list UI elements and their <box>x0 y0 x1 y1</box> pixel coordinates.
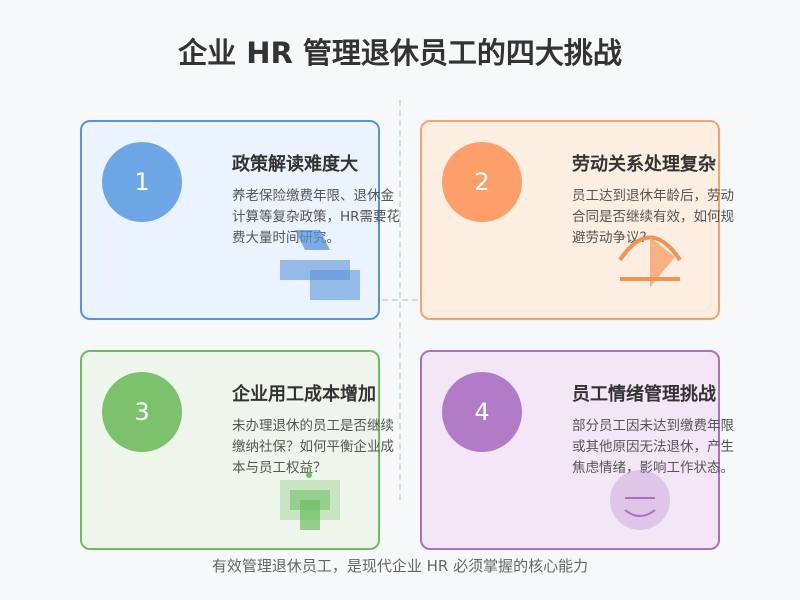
face-icon <box>610 470 670 530</box>
card-description: 员工达到退休年龄后，劳动合同是否继续有效，如何规避劳动争议？ <box>572 188 734 246</box>
challenge-card-emotion: 4 员工情绪管理挑战 部分员工因未达到缴费年限或其他原因无法退休，产生焦虑情绪，… <box>420 350 734 550</box>
horizontal-divider <box>100 299 700 301</box>
card-title: 政策解读难度大 <box>232 154 358 175</box>
card-number-badge: 2 <box>442 142 522 222</box>
card-description: 未办理退休的员工是否继续缴纳社保？如何平衡企业成本与员工权益？ <box>232 418 394 476</box>
challenge-card-policy: 1 政策解读难度大 养老保险缴费年限、退休金计算等复杂政策，HR需要花费大量时间… <box>80 120 400 320</box>
challenge-card-cost: 3 企业用工成本增加 未办理退休的员工是否继续缴纳社保？如何平衡企业成本与员工权… <box>80 350 394 550</box>
money-stack-icon <box>280 472 340 530</box>
scale-icon <box>618 235 682 287</box>
document-stack-icon <box>280 230 360 300</box>
card-description: 部分员工因未达到缴费年限或其他原因无法退休，产生焦虑情绪，影响工作状态。 <box>572 418 734 476</box>
challenge-card-labor: 2 劳动关系处理复杂 员工达到退休年龄后，劳动合同是否继续有效，如何规避劳动争议… <box>420 120 734 320</box>
card-number-badge: 4 <box>442 372 522 452</box>
card-title: 员工情绪管理挑战 <box>572 384 716 405</box>
footer-caption: 有效管理退休员工，是现代企业 HR 必须掌握的核心能力 <box>211 557 589 575</box>
card-title: 企业用工成本增加 <box>232 384 376 405</box>
page-title: 企业 HR 管理退休员工的四大挑战 <box>178 36 622 70</box>
card-title: 劳动关系处理复杂 <box>572 154 716 175</box>
card-number-badge: 1 <box>102 142 182 222</box>
card-number-badge: 3 <box>102 372 182 452</box>
